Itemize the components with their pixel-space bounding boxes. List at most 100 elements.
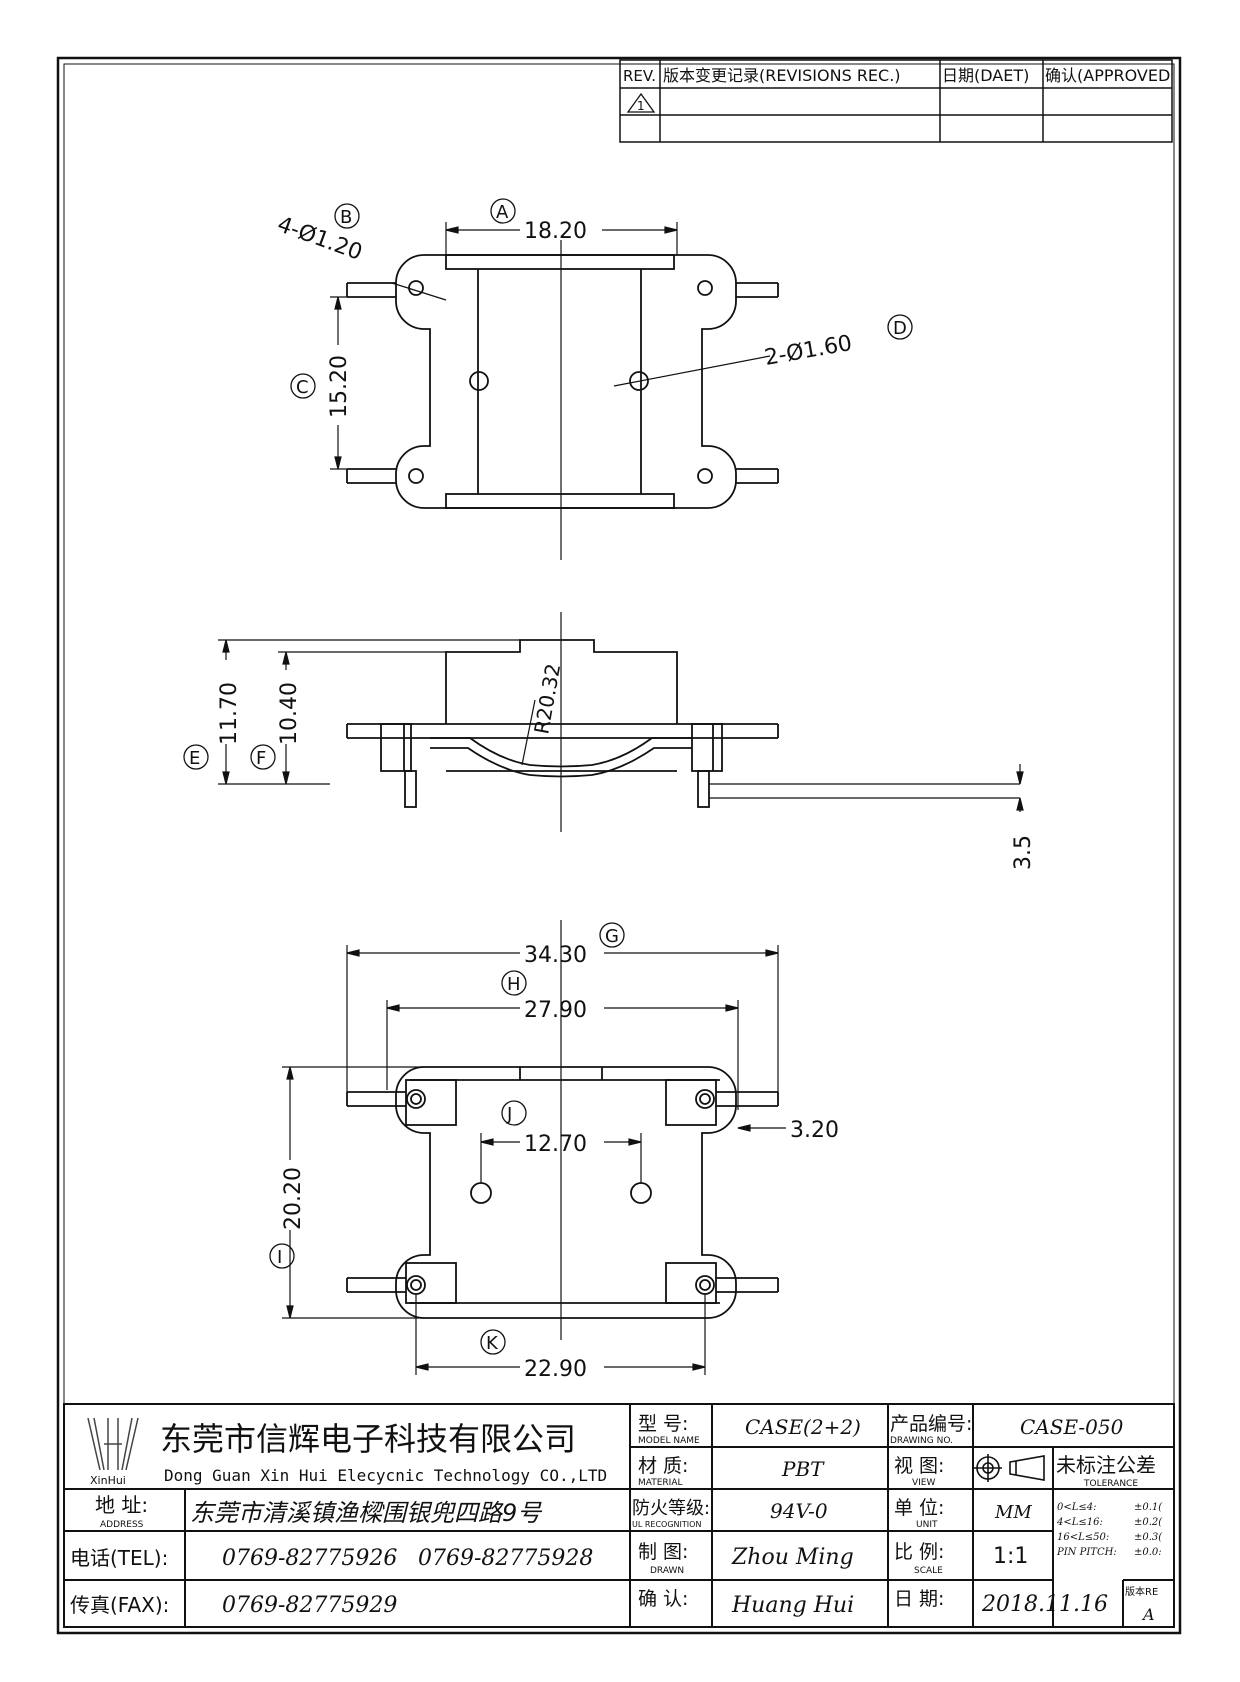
revision-triangle-icon: [626, 92, 656, 113]
label-g: G: [605, 926, 619, 947]
bottom-view-dimensions: [282, 945, 786, 1375]
title-block-grid: [63, 1403, 1175, 1628]
unit-label: 单 位:: [894, 1497, 944, 1519]
fire-rating-label-en: UL RECOGNITION: [632, 1520, 701, 1529]
label-h: H: [507, 974, 521, 995]
label-c: C: [296, 377, 309, 398]
scale-value: 1:1: [993, 1544, 1028, 1569]
version-value: A: [1141, 1605, 1155, 1624]
drawing-no-value: CASE-050: [1020, 1415, 1124, 1439]
approved-header: 确认(APPROVED: [1045, 66, 1170, 85]
revision-number: 1: [637, 99, 645, 113]
view-label: 视 图:: [894, 1455, 944, 1477]
tolerance-range: 0<L≤4:: [1057, 1502, 1097, 1513]
material-label-en: MATERIAL: [638, 1478, 683, 1488]
dim-f: 10.40: [277, 682, 302, 745]
top-view: [346, 240, 779, 560]
address-label-en: ADDRESS: [100, 1520, 144, 1530]
label-j: J: [506, 1104, 512, 1125]
drawn-label-en: DRAWN: [650, 1566, 684, 1576]
label-j-circle: [501, 1100, 527, 1126]
dim-pitch: 3.20: [790, 1118, 839, 1143]
outer-frame: [56, 56, 1182, 1635]
fax-number: 0769-82775929: [222, 1593, 397, 1618]
dim-j: 12.70: [524, 1132, 587, 1157]
tolerance-label: 未标注公差: [1056, 1453, 1156, 1477]
revision-table: [619, 59, 1173, 143]
tolerance-table: 0<L≤4: ±0.1( 4<L≤16: ±0.2( 16<L≤50: ±0.3( PIN …: [1056, 1502, 1163, 1558]
label-f: F: [256, 748, 266, 769]
unit-label-en: UNIT: [916, 1520, 938, 1530]
label-a-circle: [490, 198, 516, 224]
dim-pin-length: 3.5: [1011, 835, 1036, 870]
material-value: PBT: [781, 1457, 825, 1481]
dim-k: 22.90: [524, 1357, 587, 1382]
tel-label: 电话(TEL):: [70, 1546, 168, 1570]
drawing-no-label-en: DRAWING NO.: [890, 1436, 953, 1446]
label-d-circle: [887, 314, 913, 340]
tolerance-value: ±0.2(: [1134, 1517, 1163, 1528]
inner-frame: [63, 63, 1175, 1628]
version-label: 版本RE: [1125, 1585, 1158, 1598]
projection-symbol-icon: [974, 1454, 1045, 1482]
dim-h: 27.90: [524, 998, 587, 1023]
drawn-value: Zhou Ming: [731, 1545, 854, 1570]
label-k-circle: [480, 1329, 506, 1355]
label-a: A: [496, 202, 509, 223]
date-header: 日期(DAET): [942, 66, 1029, 85]
company-name-cn: 东莞市信辉电子科技有限公司: [160, 1420, 576, 1458]
scale-label: 比 例:: [894, 1541, 944, 1563]
address-label: 地 址:: [95, 1493, 148, 1517]
tolerance-value: ±0.3(: [1134, 1532, 1163, 1543]
tolerance-label-en: TOLERANCE: [1083, 1479, 1138, 1489]
company-name-en: Dong Guan Xin Hui Elecycnic Technology C…: [164, 1466, 607, 1485]
tolerance-range: 4<L≤16:: [1056, 1517, 1103, 1528]
company-logo: [87, 1417, 139, 1471]
confirm-value: Huang Hui: [731, 1593, 854, 1618]
label-c-circle: [290, 373, 316, 399]
confirm-label: 确 认:: [638, 1588, 688, 1610]
tolerance-range: PIN PITCH:: [1056, 1547, 1117, 1558]
drawn-label: 制 图:: [638, 1541, 688, 1563]
label-e-circle: [183, 744, 209, 770]
fire-rating-label: 防火等级:: [632, 1498, 710, 1519]
unit-value: MM: [994, 1502, 1032, 1523]
drawing-no-label: 产品编号:: [890, 1413, 972, 1435]
dim-e: 11.70: [217, 682, 242, 745]
label-e: E: [189, 748, 200, 769]
top-view-dimensions: [330, 222, 771, 470]
date-label: 日 期:: [894, 1588, 944, 1610]
dim-d: 2-Ø1.60: [763, 331, 854, 371]
label-h-circle: [501, 970, 527, 996]
revision-record-header: 版本变更记录(REVISIONS REC.): [663, 66, 901, 85]
fire-rating-value: 94V-0: [770, 1499, 828, 1523]
label-i: I: [277, 1247, 282, 1268]
tel-number-1: 0769-82775926: [222, 1546, 397, 1571]
label-d: D: [893, 318, 907, 339]
date-value: 2018.11.16: [981, 1592, 1108, 1617]
fax-label: 传真(FAX):: [70, 1593, 169, 1617]
side-view: [346, 612, 1020, 832]
label-b: B: [340, 207, 352, 228]
dim-g: 34.30: [524, 943, 587, 968]
label-b-circle: [334, 203, 360, 229]
label-f-circle: [250, 744, 276, 770]
tolerance-value: ±0.1(: [1134, 1502, 1163, 1513]
dim-c: 15.20: [327, 355, 352, 418]
view-label-en: VIEW: [912, 1478, 935, 1488]
dim-a: 18.20: [524, 219, 587, 244]
material-label: 材 质:: [638, 1455, 688, 1477]
model-label-en: MODEL NAME: [638, 1436, 700, 1446]
logo-text: XinHui: [90, 1474, 126, 1487]
tolerance-range: 16<L≤50:: [1057, 1532, 1109, 1543]
bottom-view: [346, 920, 779, 1340]
model-label: 型 号:: [638, 1413, 688, 1435]
rev-header: REV.: [623, 67, 656, 85]
tolerance-value: ±0.0:: [1134, 1547, 1162, 1558]
side-view-dimensions: [218, 639, 1024, 812]
label-i-circle: [269, 1243, 295, 1269]
label-k: K: [486, 1333, 499, 1354]
dim-i: 20.20: [281, 1167, 306, 1230]
tel-number-2: 0769-82775928: [418, 1546, 593, 1571]
model-value: CASE(2+2): [745, 1415, 861, 1439]
